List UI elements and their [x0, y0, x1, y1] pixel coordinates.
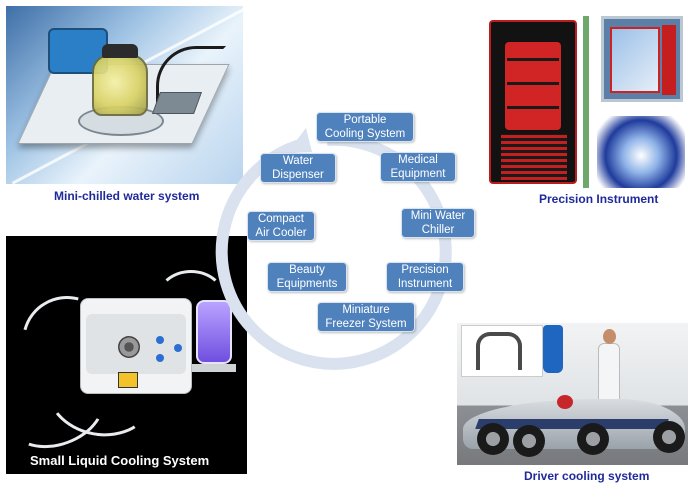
- car-wheel: [653, 421, 685, 453]
- tower-grill: [501, 134, 567, 180]
- connector-knob: [174, 344, 182, 352]
- node-precision-instrument: Precision Instrument: [386, 262, 464, 292]
- fan-icon: [118, 336, 140, 358]
- reservoir-stand: [192, 364, 236, 372]
- green-divider: [583, 16, 589, 188]
- case-window: [610, 27, 660, 93]
- car-wheel: [513, 425, 545, 457]
- cycle-arrowhead: [287, 128, 312, 153]
- caption-mini-chilled-water-system: Mini-chilled water system: [54, 189, 200, 203]
- tubing: [156, 270, 226, 330]
- pc-tower-case: [489, 20, 577, 184]
- purple-reservoir: [196, 300, 232, 364]
- tower-front-panel: [505, 42, 561, 130]
- race-helmet: [557, 395, 573, 409]
- driver-cooling-photo: [457, 323, 688, 465]
- jug-lid: [102, 44, 138, 58]
- caption-small-liquid-cooling-system: Small Liquid Cooling System: [30, 453, 210, 468]
- cooling-rig-diagram: [461, 325, 543, 377]
- small-liquid-cooling-photo: [6, 236, 247, 474]
- node-compact-air-cooler: Compact Air Cooler: [247, 211, 315, 241]
- water-jug: [92, 54, 148, 116]
- node-water-dispenser: Water Dispenser: [260, 153, 336, 183]
- precision-instrument-photo: [483, 16, 688, 188]
- power-cable: [156, 46, 226, 106]
- warning-label-icon: [118, 372, 138, 388]
- node-mini-water-chiller: Mini Water Chiller: [401, 208, 475, 238]
- caption-precision-instrument: Precision Instrument: [539, 192, 659, 206]
- node-beauty-equipments: Beauty Equipments: [267, 262, 347, 292]
- tower-vent: [507, 106, 559, 109]
- car-wheel: [477, 423, 509, 455]
- connector-knob: [156, 336, 164, 344]
- cpu-cooler-glow: [597, 116, 685, 188]
- mini-chilled-water-photo: [6, 6, 243, 184]
- cooling-vest: [543, 325, 563, 373]
- case-red-frame: [662, 25, 676, 95]
- rig-frame: [476, 332, 522, 370]
- driver-head: [603, 329, 616, 344]
- tower-vent: [507, 82, 559, 85]
- caption-driver-cooling-system: Driver cooling system: [524, 469, 650, 483]
- tower-vent: [507, 58, 559, 61]
- node-portable-cooling-system: Portable Cooling System: [316, 112, 414, 142]
- race-driver: [595, 329, 623, 413]
- node-medical-equipment: Medical Equipment: [380, 152, 456, 182]
- car-wheel: [577, 423, 609, 455]
- open-pc-case: [601, 16, 683, 102]
- node-miniature-freezer-system: Miniature Freezer System: [317, 302, 415, 332]
- connector-knob: [156, 354, 164, 362]
